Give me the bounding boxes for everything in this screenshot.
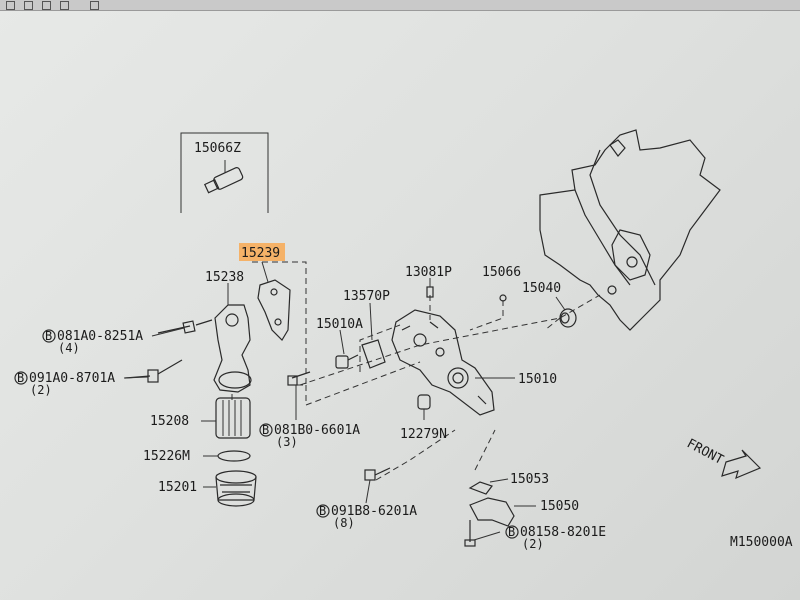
bolt-qty: (4): [58, 341, 80, 355]
o-ring: [203, 450, 251, 462]
bolt-code: 091A0-8701A: [29, 371, 115, 386]
bolt-marker: B: [45, 329, 52, 343]
dashed-guide: [544, 317, 561, 331]
bolt-callout[interactable]: B 081B0-6601A (3): [259, 423, 360, 449]
dashed-guide: [299, 294, 601, 386]
part-label-15238[interactable]: 15238: [205, 270, 244, 285]
bolt-callout[interactable]: B 091A0-8701A (2): [14, 371, 115, 397]
oil-filter-bracket: [213, 283, 252, 393]
sealant-inset: 15066Z: [180, 132, 269, 213]
drain-plug: [417, 394, 431, 420]
sealant-tube-cap: [203, 179, 220, 194]
bolt-qty: (8): [333, 516, 355, 530]
part-label-15053[interactable]: 15053: [510, 472, 549, 487]
window-icon[interactable]: [90, 1, 99, 10]
part-label-13081P[interactable]: 13081P: [405, 265, 452, 280]
dashed-guide: [359, 324, 401, 372]
bolt-code: 091B8-6201A: [331, 504, 417, 519]
bolt-marker: B: [508, 525, 515, 539]
bolt-callout[interactable]: B 081A0-8251A (4): [42, 329, 143, 355]
window-icon[interactable]: [42, 1, 51, 10]
part-label-15010[interactable]: 15010: [518, 372, 557, 387]
bolt-marker: B: [17, 371, 24, 385]
bracket-bolt-long: [124, 359, 183, 383]
cover-gasket: [361, 302, 386, 369]
part-label-15040[interactable]: 15040: [522, 281, 561, 296]
oil-seal: [555, 296, 577, 328]
dashed-guide: [375, 429, 456, 481]
window-top-bar: [0, 0, 800, 11]
dashed-guide: [469, 300, 504, 331]
oil-filter-cap: [203, 470, 257, 507]
bolt-code: 081A0-8251A: [57, 329, 143, 344]
part-label-15066[interactable]: 15066: [482, 265, 521, 280]
window-icon[interactable]: [24, 1, 33, 10]
bolt-qty: (3): [276, 435, 298, 449]
part-label-15226M[interactable]: 15226M: [143, 449, 190, 464]
inset-part-label[interactable]: 15066Z: [194, 141, 241, 156]
dashed-guide: [252, 261, 307, 386]
sealant-tube: [213, 167, 244, 190]
bracket-bolt: [157, 319, 213, 334]
bolt-marker: B: [262, 423, 269, 437]
part-label-15010A[interactable]: 15010A: [316, 317, 363, 332]
oil-filter-element: [201, 397, 251, 439]
oil-pump-cover: [391, 309, 515, 416]
part-label-15208[interactable]: 15208: [150, 414, 189, 429]
bolt-qty: (2): [30, 383, 52, 397]
bolt-callout[interactable]: B 08158-8201E (2): [505, 525, 606, 551]
dashed-guide: [305, 361, 421, 406]
front-arrow: [721, 449, 762, 480]
front-label[interactable]: FRONT: [684, 436, 726, 468]
bolt-callout[interactable]: B 091B8-6201A (8): [316, 504, 417, 530]
drawing-code: M150000A: [730, 535, 793, 550]
highlight-marker: [239, 243, 285, 261]
strainer-gasket: [468, 478, 509, 495]
cover-bolt: [287, 371, 311, 386]
oil-strainer: [469, 497, 536, 527]
strainer-bolt: [464, 520, 476, 547]
part-label-15201[interactable]: 15201: [158, 480, 197, 495]
dowel-pin: [426, 278, 434, 298]
bolt-code: 081B0-6601A: [274, 423, 360, 438]
part-label-15239[interactable]: 15239: [241, 246, 280, 261]
part-label-12279N[interactable]: 12279N: [400, 427, 447, 442]
part-label-15050[interactable]: 15050: [540, 499, 579, 514]
dashed-guide: [474, 429, 496, 471]
bracket-gasket: [257, 261, 291, 341]
window-icon[interactable]: [6, 1, 15, 10]
bolt-qty: (2): [522, 537, 544, 551]
small-ring: [499, 294, 507, 302]
window-icon[interactable]: [60, 1, 69, 10]
part-label-13570P[interactable]: 13570P: [343, 289, 390, 304]
bolt-code: 08158-8201E: [520, 525, 606, 540]
relief-valve: [335, 329, 359, 369]
engine-block: [539, 129, 721, 331]
bolt-marker: B: [319, 504, 326, 518]
